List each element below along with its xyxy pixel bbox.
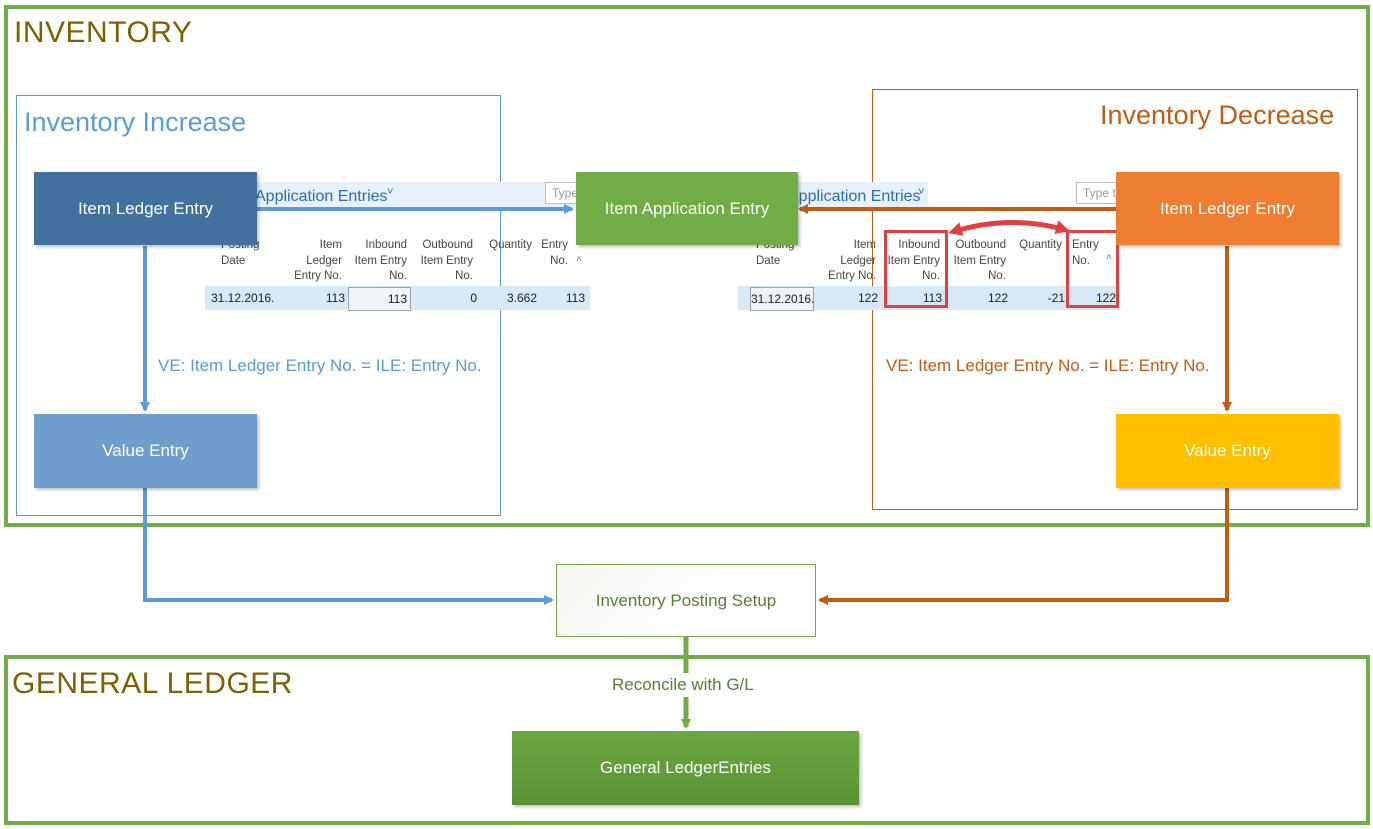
left-sort-icon[interactable]: ˄ [576, 254, 582, 265]
right-sort-icon[interactable]: ˄ [1106, 252, 1112, 263]
left-cell-posting-date: 31.12.2016. [211, 291, 275, 305]
general-ledger-title: GENERAL LEDGER [12, 667, 293, 700]
right-cell-item-ledger-entry-no: 122 [857, 291, 878, 305]
decrease-value-to-posting-arrow [818, 488, 1229, 605]
left-header-inbound-item-entry-no-label: Inbound Item Entry No. [354, 239, 407, 282]
right-table-dropdown-icon[interactable]: ˅ [918, 186, 925, 198]
left-application-table: Application Entries ˅ Type Posting Date … [205, 180, 590, 312]
increase-item-ledger-entry-label: Item Ledger Entry [77, 198, 214, 218]
highlight-link-arrow [948, 219, 1070, 236]
increase-value-entry-box[interactable]: Value Entry [34, 414, 257, 488]
left-header-entry-no-label: Entry No. [541, 239, 568, 267]
entry-no-highlight [1066, 230, 1119, 308]
general-ledger-entries-box[interactable]: General LedgerEntries [512, 731, 859, 805]
right-header-item-ledger-entry-no: Item Ledger Entry No. [822, 238, 876, 285]
inventory-posting-setup-label: Inventory Posting Setup [595, 590, 777, 610]
left-table-title: Application Entries [255, 188, 388, 205]
left-header-inbound-item-entry-no: Inbound Item Entry No. [351, 238, 407, 285]
left-header-quantity: Quantity [480, 238, 532, 254]
left-header-item-ledger-entry-no-label: Item Ledger Entry No. [294, 239, 342, 282]
increase-value-to-posting-arrow [143, 488, 554, 605]
right-header-inbound-item-entry-no-label: Inbound Item Entry No. [887, 239, 940, 282]
left-cell-item-ledger-entry-no: 113 [325, 291, 345, 305]
reconcile-label-bg [606, 673, 768, 697]
right-header-quantity: Quantity [1012, 238, 1062, 254]
item-application-entry-label: Item Application Entry [604, 198, 770, 218]
increase-relation-label: VE: Item Ledger Entry No. = ILE: Entry N… [158, 356, 482, 375]
inventory-frame [4, 5, 1370, 527]
decrease-relation-label: VE: Item Ledger Entry No. = ILE: Entry N… [886, 356, 1210, 375]
inventory-posting-setup-box[interactable]: Inventory Posting Setup [556, 564, 816, 637]
left-cell-quantity: 3.662 [506, 291, 537, 305]
right-cell-posting-date[interactable]: 31.12.2016. [750, 287, 814, 311]
right-cell-quantity: -21 [1047, 291, 1065, 305]
left-cell-outbound-item-entry-no: 0 [470, 291, 477, 305]
inbound-entry-highlight [884, 230, 948, 308]
right-header-item-ledger-entry-no-label: Item Ledger Entry No. [828, 239, 876, 282]
right-header-outbound-item-entry-no-label: Outbound Item Entry No. [953, 239, 1006, 282]
inventory-increase-title: Inventory Increase [24, 107, 247, 137]
item-application-entry-box[interactable]: Item Application Entry [576, 172, 798, 245]
right-cell-entry-no: 122 [1095, 291, 1116, 305]
inventory-title: INVENTORY [14, 16, 193, 49]
right-table-search-input[interactable]: Type to [1076, 182, 1120, 204]
right-header-outbound-item-entry-no: Outbound Item Entry No. [950, 238, 1006, 285]
left-cell-entry-no: 113 [565, 291, 585, 305]
reconcile-label: Reconcile with G/L [612, 675, 754, 694]
left-header-quantity-label: Quantity [489, 239, 532, 251]
right-table-title: Application Entries [788, 188, 921, 205]
left-header-outbound-item-entry-no: Outbound Item Entry No. [415, 238, 473, 285]
left-header-item-ledger-entry-no: Item Ledger Entry No. [290, 238, 342, 285]
decrease-item-ledger-entry-label: Item Ledger Entry [1159, 198, 1296, 218]
left-table-title-bar [205, 182, 590, 208]
right-header-entry-no-label: Entry No. [1072, 239, 1099, 267]
right-header-inbound-item-entry-no: Inbound Item Entry No. [884, 238, 940, 285]
decrease-value-entry-label: Value Entry [1184, 441, 1271, 460]
right-cell-inbound-item-entry-no: 113 [922, 291, 942, 305]
general-ledger-entries-label: General LedgerEntries [599, 758, 772, 777]
increase-item-ledger-entry-box[interactable]: Item Ledger Entry [34, 172, 257, 245]
left-cell-inbound-item-entry-no[interactable]: 113 [348, 287, 411, 311]
right-application-table: Application Entries ˅ Type to Posting Da… [738, 180, 1120, 312]
decrease-value-entry-box[interactable]: Value Entry [1116, 414, 1339, 488]
left-header-outbound-item-entry-no-label: Outbound Item Entry No. [420, 239, 473, 282]
right-header-entry-no: Entry No. [1072, 238, 1102, 269]
inventory-decrease-title: Inventory Decrease [1100, 100, 1335, 130]
left-table-dropdown-icon[interactable]: ˅ [387, 186, 394, 198]
decrease-item-ledger-entry-box[interactable]: Item Ledger Entry [1116, 172, 1339, 245]
left-header-entry-no: Entry No. [538, 238, 568, 269]
right-header-quantity-label: Quantity [1019, 239, 1062, 251]
right-cell-outbound-item-entry-no: 122 [987, 291, 1008, 305]
increase-value-entry-label: Value Entry [102, 441, 189, 460]
